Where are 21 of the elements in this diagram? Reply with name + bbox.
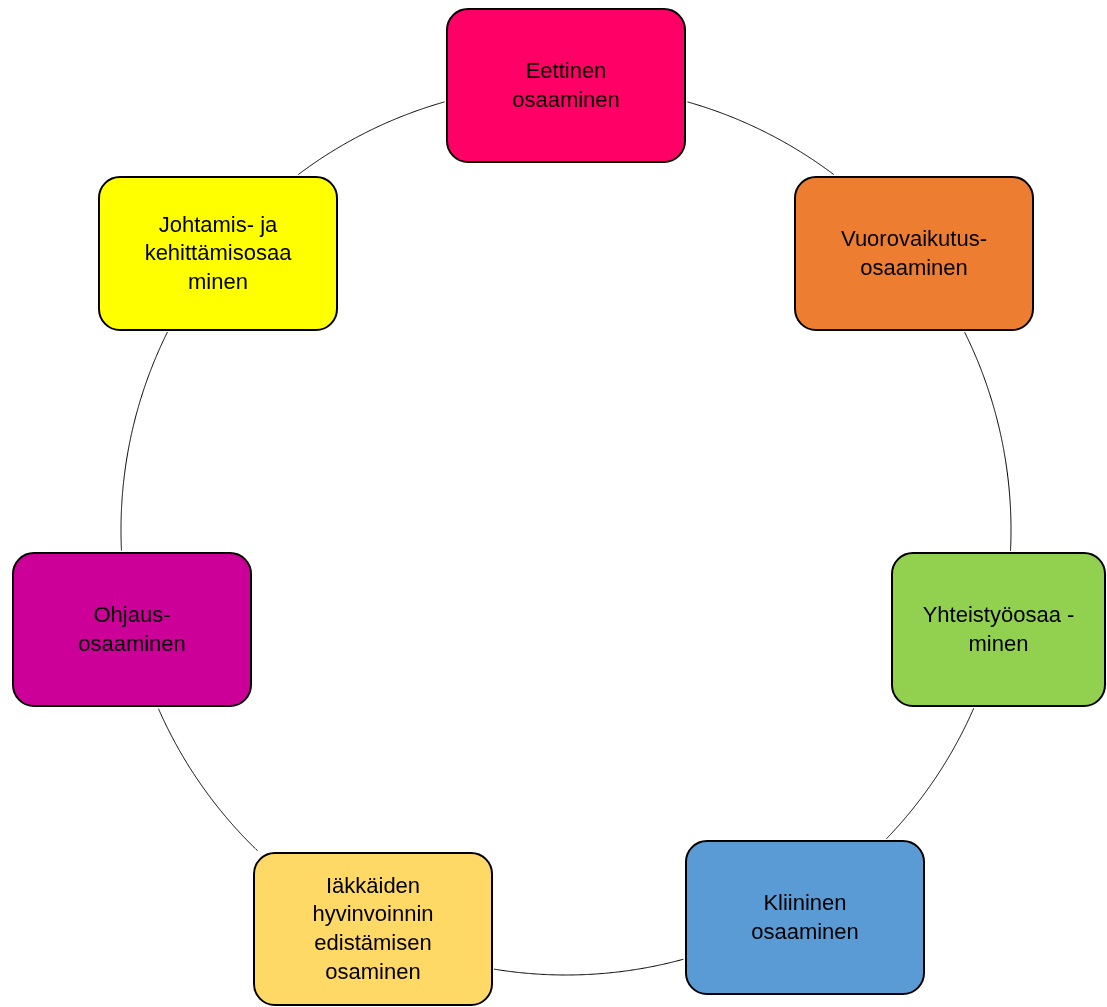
rounded-box <box>891 552 1106 707</box>
box-label: Vuorovaikutus- osaaminen <box>840 224 988 282</box>
connector-arc <box>886 707 975 840</box>
rounded-box <box>446 8 686 163</box>
rounded-box <box>12 552 252 707</box>
box-label: Yhteistyöosaa -minen <box>921 600 1076 658</box>
rounded-box <box>794 176 1034 331</box>
connector-arc <box>493 958 684 976</box>
connector-arc <box>157 708 258 852</box>
rounded-box <box>253 852 493 1006</box>
connector-arc <box>120 331 168 551</box>
box-label: Ohjaus- osaaminen <box>77 600 187 658</box>
box-label: Johtamis- ja kehittämisosaa minen <box>143 210 293 296</box>
connector-arc <box>964 331 1012 552</box>
box-label: Iäkkäiden hyvinvoinnin edistämisen osaminen <box>311 871 435 986</box>
box-label: Eettinen osaaminen <box>511 56 621 114</box>
rounded-box <box>98 176 338 331</box>
rounded-box <box>685 840 925 995</box>
box-label: Kliininen osaaminen <box>750 888 860 946</box>
connector-arc <box>687 101 835 175</box>
connector-arc <box>297 101 445 175</box>
